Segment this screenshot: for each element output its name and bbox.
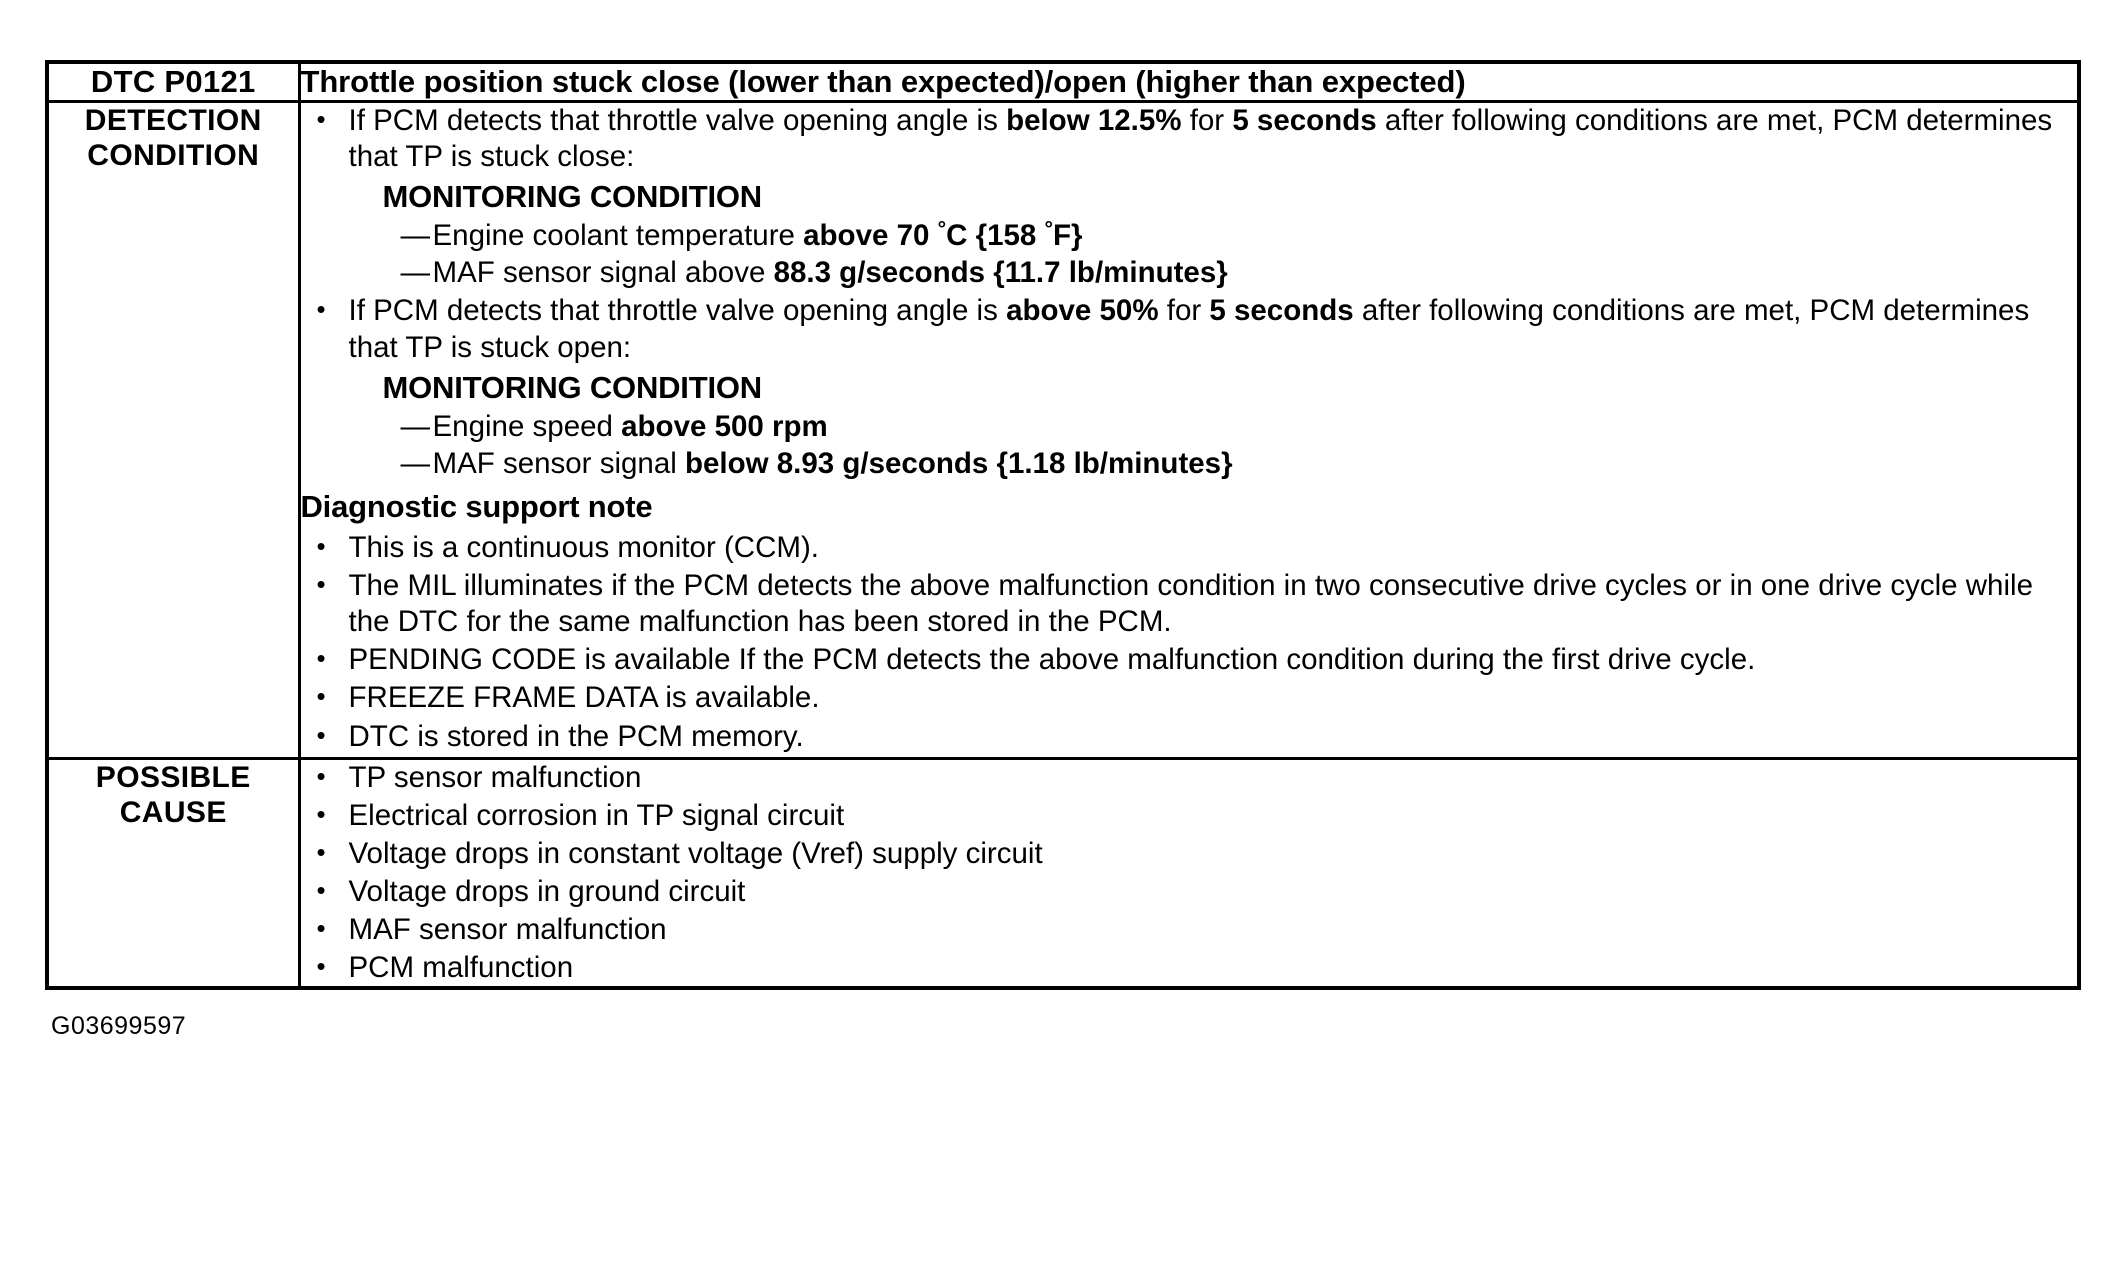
plain-text: If PCM detects that throttle valve openi…: [348, 104, 1007, 137]
dtc-description-cell: Throttle position stuck close (lower tha…: [297, 60, 2081, 103]
monitoring-condition-text: Engine coolant temperature above 70 °C {…: [432, 217, 1083, 253]
possible-cause-label-line2: CAUSE: [119, 796, 227, 830]
plain-text: for: [1181, 104, 1233, 137]
diagnostic-support-note-heading: Diagnostic support note: [300, 488, 653, 524]
possible-cause-content: TP sensor malfunctionElectrical corrosio…: [297, 756, 2081, 990]
monitoring-condition-heading-1: MONITORING CONDITION: [382, 179, 763, 215]
possible-cause-list: TP sensor malfunctionElectrical corrosio…: [301, 759, 2078, 987]
possible-cause-row: POSSIBLE CAUSE TP sensor malfunctionElec…: [45, 756, 2081, 990]
em-dash-marker: —: [400, 446, 431, 480]
emphasis-text: 5 seconds: [1209, 294, 1354, 328]
plain-text: after following conditions are met, PCM …: [348, 294, 2030, 364]
detection-bullet-2-text: If PCM detects that throttle valve openi…: [349, 294, 2030, 363]
table-header-row: DTC P0121 Throttle position stuck close …: [45, 60, 2081, 103]
diagnostic-support-note-list: This is a continuous monitor (CCM).The M…: [301, 529, 2078, 755]
monitoring-condition-item: —Engine speed above 500 rpm: [401, 409, 2078, 445]
em-dash-marker: —: [400, 219, 431, 253]
plain-text: MAF sensor signal above: [432, 256, 774, 290]
detection-condition-label-line1: DETECTION: [84, 104, 262, 137]
monitoring-condition-item: —MAF sensor signal above 88.3 g/seconds …: [401, 255, 2078, 291]
monitoring-condition-list-2: —Engine speed above 500 rpm—MAF sensor s…: [349, 409, 2078, 482]
emphasis-text: above 50%: [1006, 294, 1159, 328]
list-item: The MIL illuminates if the PCM detects t…: [301, 567, 2078, 640]
figure-caption: G03699597: [51, 1012, 187, 1041]
monitoring-condition-item: —Engine coolant temperature above 70 °C …: [401, 218, 2078, 254]
list-item: FREEZE FRAME DATA is available.: [301, 679, 2078, 716]
dtc-code-cell: DTC P0121: [45, 60, 301, 103]
monitoring-condition-text: Engine speed above 500 rpm: [433, 410, 828, 443]
list-item: This is a continuous monitor (CCM).: [301, 529, 2078, 566]
plain-text: If PCM detects that throttle valve openi…: [348, 294, 1007, 328]
possible-cause-label-line1: POSSIBLE: [95, 760, 251, 794]
plain-text: Engine coolant temperature: [432, 219, 804, 253]
detection-condition-label: DETECTION CONDITION: [45, 100, 301, 760]
em-dash-marker: —: [400, 256, 431, 290]
plain-text: for: [1158, 294, 1210, 328]
list-item: PENDING CODE is available If the PCM det…: [301, 641, 2078, 678]
detection-condition-content: If PCM detects that throttle valve openi…: [297, 100, 2081, 760]
detection-condition-label-line2: CONDITION: [87, 139, 260, 173]
monitoring-condition-heading-2: MONITORING CONDITION: [382, 369, 763, 405]
monitoring-condition-text: MAF sensor signal below 8.93 g/seconds {…: [433, 447, 1233, 480]
detection-bullet-2: If PCM detects that throttle valve openi…: [301, 292, 2078, 482]
detection-bullet-1-text: If PCM detects that throttle valve openi…: [349, 104, 2053, 173]
dtc-table: DTC P0121 Throttle position stuck close …: [45, 60, 2081, 991]
emphasis-text: below 8.93 g/seconds {1.18 lb/minutes}: [684, 446, 1233, 480]
plain-text: MAF sensor signal: [432, 446, 685, 480]
detection-bullet-list: If PCM detects that throttle valve openi…: [301, 102, 2078, 482]
list-item: PCM malfunction: [301, 949, 2078, 986]
emphasis-text: above 70 °C {158 °F}: [803, 217, 1083, 253]
em-dash-marker: —: [400, 409, 431, 443]
detection-condition-row: DETECTION CONDITION If PCM detects that …: [45, 100, 2081, 760]
list-item: Electrical corrosion in TP signal circui…: [301, 797, 2078, 834]
plain-text: Engine speed: [432, 409, 622, 443]
possible-cause-label: POSSIBLE CAUSE: [45, 756, 301, 990]
emphasis-text: 5 seconds: [1232, 104, 1377, 137]
detection-bullet-1: If PCM detects that throttle valve openi…: [301, 102, 2078, 291]
monitoring-condition-text: MAF sensor signal above 88.3 g/seconds {…: [433, 256, 1228, 289]
monitoring-condition-item: —MAF sensor signal below 8.93 g/seconds …: [401, 446, 2078, 482]
monitoring-condition-list-1: —Engine coolant temperature above 70 °C …: [349, 218, 2078, 291]
list-item: Voltage drops in ground circuit: [301, 873, 2078, 910]
list-item: MAF sensor malfunction: [301, 911, 2078, 948]
plain-text: after following conditions are met, PCM …: [348, 104, 2053, 174]
list-item: Voltage drops in constant voltage (Vref)…: [301, 835, 2078, 872]
emphasis-text: 88.3 g/seconds {11.7 lb/minutes}: [773, 256, 1228, 290]
emphasis-text: above 500 rpm: [621, 409, 828, 443]
emphasis-text: below 12.5%: [1006, 104, 1182, 137]
list-item: DTC is stored in the PCM memory.: [301, 718, 2078, 755]
list-item: TP sensor malfunction: [301, 759, 2078, 796]
